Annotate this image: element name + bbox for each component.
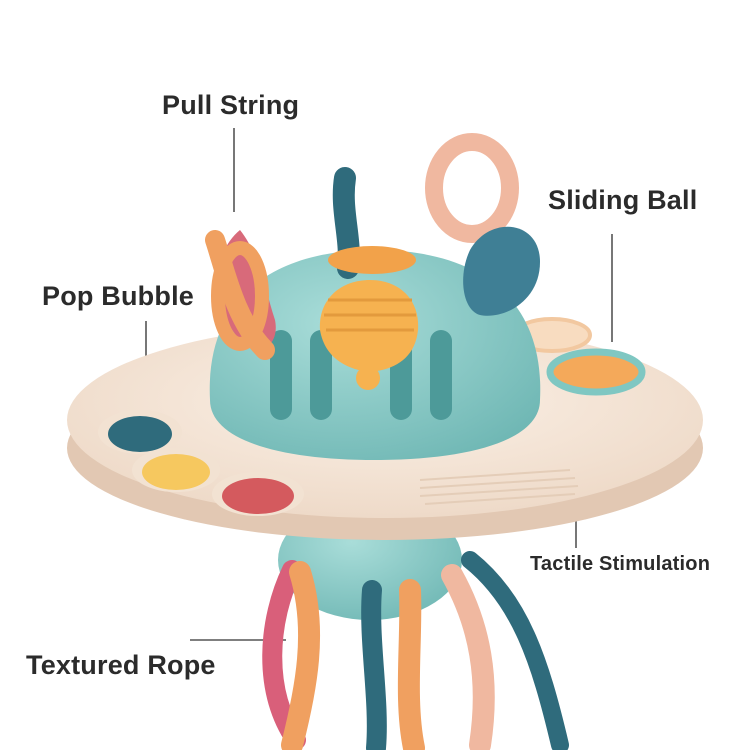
rope-orange-center	[397, 579, 425, 750]
pull-string-label: Pull String	[162, 90, 300, 120]
bubble-navy	[108, 416, 172, 452]
tactile-stimulation-label: Tactile Stimulation	[530, 553, 711, 575]
textured-ropes	[262, 551, 569, 750]
rope-navy	[361, 580, 387, 750]
rope-navy-right	[461, 551, 569, 750]
rope-orange-left	[281, 561, 321, 750]
rope-peach	[441, 564, 495, 750]
peach-ring	[425, 133, 519, 243]
sliding-ball-hole	[546, 348, 646, 396]
dome	[209, 250, 541, 460]
pop-bubbles	[98, 410, 304, 516]
bubble-red	[222, 478, 294, 514]
pop-bubble-label: Pop Bubble	[42, 281, 194, 311]
tactile-ridges	[419, 469, 579, 505]
rope-pink	[262, 560, 306, 750]
bubble-yellow	[142, 454, 210, 490]
sliding-ball-label: Sliding Ball	[548, 185, 698, 215]
top-detail	[328, 246, 416, 274]
textured-rope-label: Textured Rope	[26, 650, 216, 680]
navy-leaf-paddle	[463, 226, 540, 316]
